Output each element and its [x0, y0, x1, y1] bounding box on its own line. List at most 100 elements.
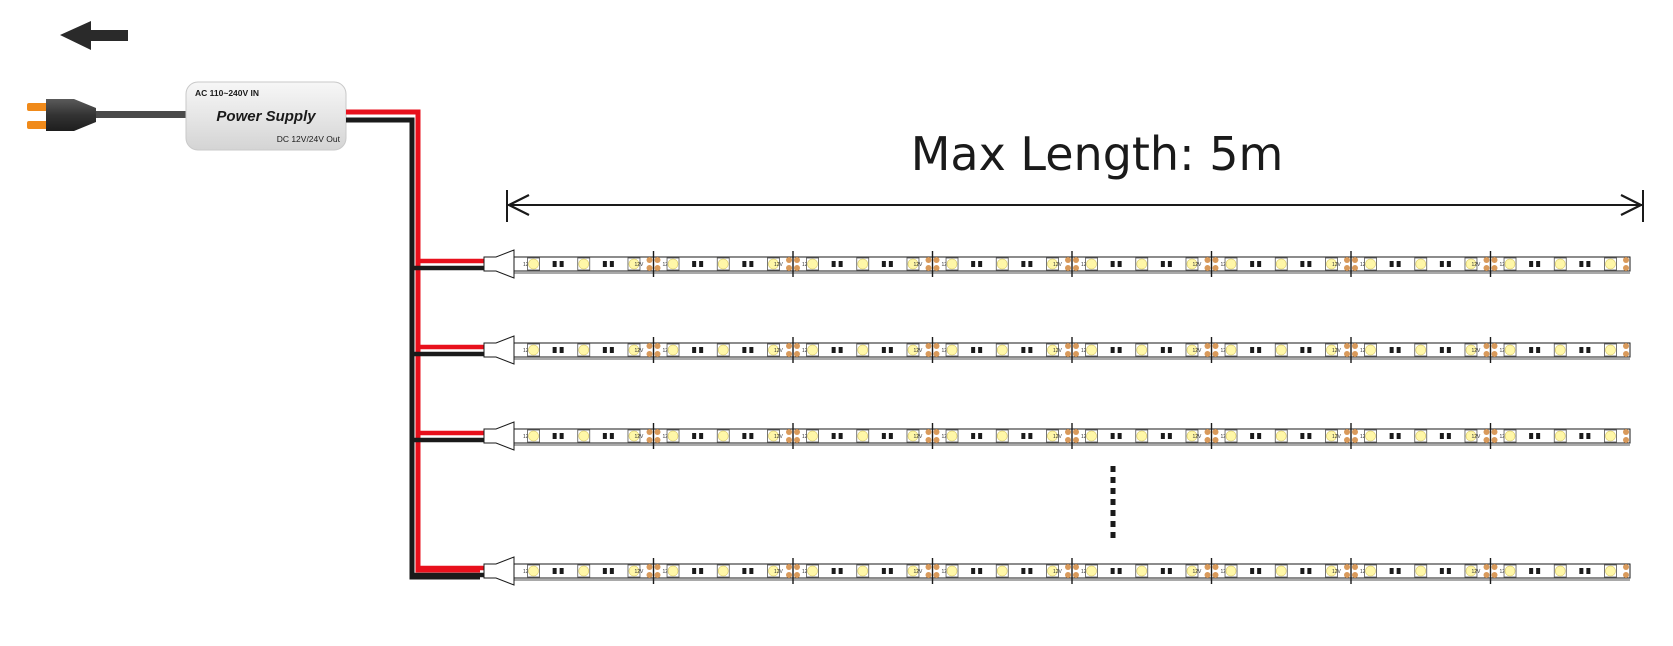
voltage-label: 12V	[1053, 348, 1063, 354]
solder-pad	[1352, 343, 1358, 349]
resistor	[1396, 347, 1401, 353]
resistor	[1396, 433, 1401, 439]
solder-pad	[1212, 429, 1219, 435]
solder-pad	[654, 437, 661, 443]
solder-pad	[1204, 343, 1211, 349]
solder-pad	[1065, 437, 1071, 443]
led-chip	[907, 344, 919, 356]
resistor	[1110, 261, 1115, 267]
resistor	[971, 568, 976, 574]
solder-pad	[794, 265, 800, 271]
voltage-label: 12V	[1472, 262, 1482, 268]
resistor	[1167, 568, 1172, 574]
led-chip	[1275, 344, 1287, 356]
led-chip	[628, 344, 640, 356]
solder-pad	[1491, 429, 1498, 435]
solder-pad	[654, 343, 661, 349]
led-chip	[1504, 344, 1516, 356]
resistor	[1446, 568, 1451, 574]
resistor	[692, 261, 697, 267]
resistor	[1536, 347, 1541, 353]
solder-pad	[1073, 265, 1079, 271]
resistor	[971, 433, 976, 439]
led-chip	[1554, 430, 1566, 442]
led-chip	[1086, 430, 1097, 442]
resistor	[888, 433, 893, 439]
resistor	[1300, 347, 1305, 353]
resistor	[602, 261, 607, 267]
solder-pad	[1352, 257, 1358, 263]
solder-pad	[646, 351, 653, 357]
led-chip	[528, 344, 539, 356]
resistor	[1529, 433, 1534, 439]
resistor	[742, 261, 747, 267]
led-chip	[717, 565, 729, 577]
solder-pad	[1623, 429, 1629, 435]
led-chip	[528, 430, 539, 442]
voltage-label: 12V	[635, 348, 645, 354]
resistor	[1028, 433, 1033, 439]
solder-pad	[646, 265, 653, 271]
max-length-label: Max Length: 5m	[911, 127, 1284, 181]
led-chip	[1554, 258, 1566, 270]
solder-pad	[1491, 351, 1498, 357]
resistor	[1257, 347, 1262, 353]
resistor	[609, 433, 614, 439]
led-chip	[907, 258, 919, 270]
resistor	[1021, 568, 1026, 574]
led-chip	[667, 344, 679, 356]
voltage-label: 12V	[914, 434, 924, 440]
voltage-label: 12V	[774, 262, 784, 268]
led-chip	[1504, 430, 1516, 442]
solder-pad	[933, 257, 940, 263]
led-chip	[1605, 344, 1616, 356]
resistor	[1307, 261, 1312, 267]
led-chip	[1326, 258, 1337, 270]
voltage-label: 12V	[635, 434, 645, 440]
resistor	[1021, 347, 1026, 353]
resistor	[692, 347, 697, 353]
resistor	[559, 261, 564, 267]
resistor	[1167, 347, 1172, 353]
solder-pad	[1352, 572, 1358, 578]
resistor	[1529, 568, 1534, 574]
solder-pad	[1344, 429, 1350, 435]
led-chip	[717, 344, 729, 356]
solder-pad	[1623, 437, 1629, 443]
resistor	[838, 347, 843, 353]
solder-pad	[1623, 351, 1629, 357]
solder-pad	[786, 572, 792, 578]
led-chip	[946, 344, 958, 356]
voltage-label: 12V	[1472, 348, 1482, 354]
solder-pad	[1073, 437, 1079, 443]
solder-pad	[925, 351, 932, 357]
led-chip	[528, 258, 539, 270]
resistor	[1167, 261, 1172, 267]
solder-pad	[1483, 572, 1490, 578]
solder-pad	[654, 351, 661, 357]
led-chip	[1554, 565, 1566, 577]
led-chip	[1225, 258, 1237, 270]
solder-pad	[1623, 265, 1629, 271]
led-chip	[1186, 565, 1198, 577]
led-chip	[1465, 344, 1477, 356]
resistor	[1117, 261, 1122, 267]
resistor	[1021, 261, 1026, 267]
resistor	[609, 568, 614, 574]
resistor	[888, 568, 893, 574]
resistor	[699, 261, 704, 267]
solder-pad	[1073, 257, 1079, 263]
power-supply-name: Power Supply	[216, 108, 316, 125]
led-chip	[578, 344, 590, 356]
solder-pad	[1073, 351, 1079, 357]
resistor	[881, 433, 886, 439]
resistor	[1439, 433, 1444, 439]
resistor	[559, 433, 564, 439]
solder-pad	[786, 343, 792, 349]
resistor	[978, 261, 983, 267]
resistor	[699, 568, 704, 574]
solder-pad	[1344, 572, 1350, 578]
solder-pad	[925, 572, 932, 578]
solder-pad	[1344, 351, 1350, 357]
solder-pad	[646, 429, 653, 435]
